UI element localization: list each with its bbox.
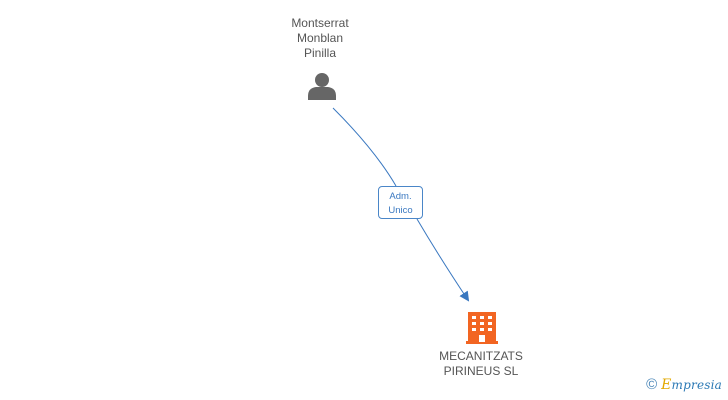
building-icon[interactable] bbox=[466, 312, 498, 344]
role-label: Adm. Unico bbox=[388, 191, 413, 216]
brand-logo: Empresia bbox=[661, 377, 722, 393]
person-icon[interactable] bbox=[308, 73, 336, 100]
empresia-watermark: © Empresia bbox=[646, 376, 722, 394]
role-badge[interactable]: Adm. Unico bbox=[378, 186, 423, 219]
company-name-label[interactable]: MECANITZATS PIRINEUS SL bbox=[439, 349, 523, 378]
copyright-icon: © bbox=[646, 376, 658, 393]
relation-line bbox=[332, 107, 468, 300]
person-name-label[interactable]: Montserrat Monblan Pinilla bbox=[291, 16, 349, 60]
